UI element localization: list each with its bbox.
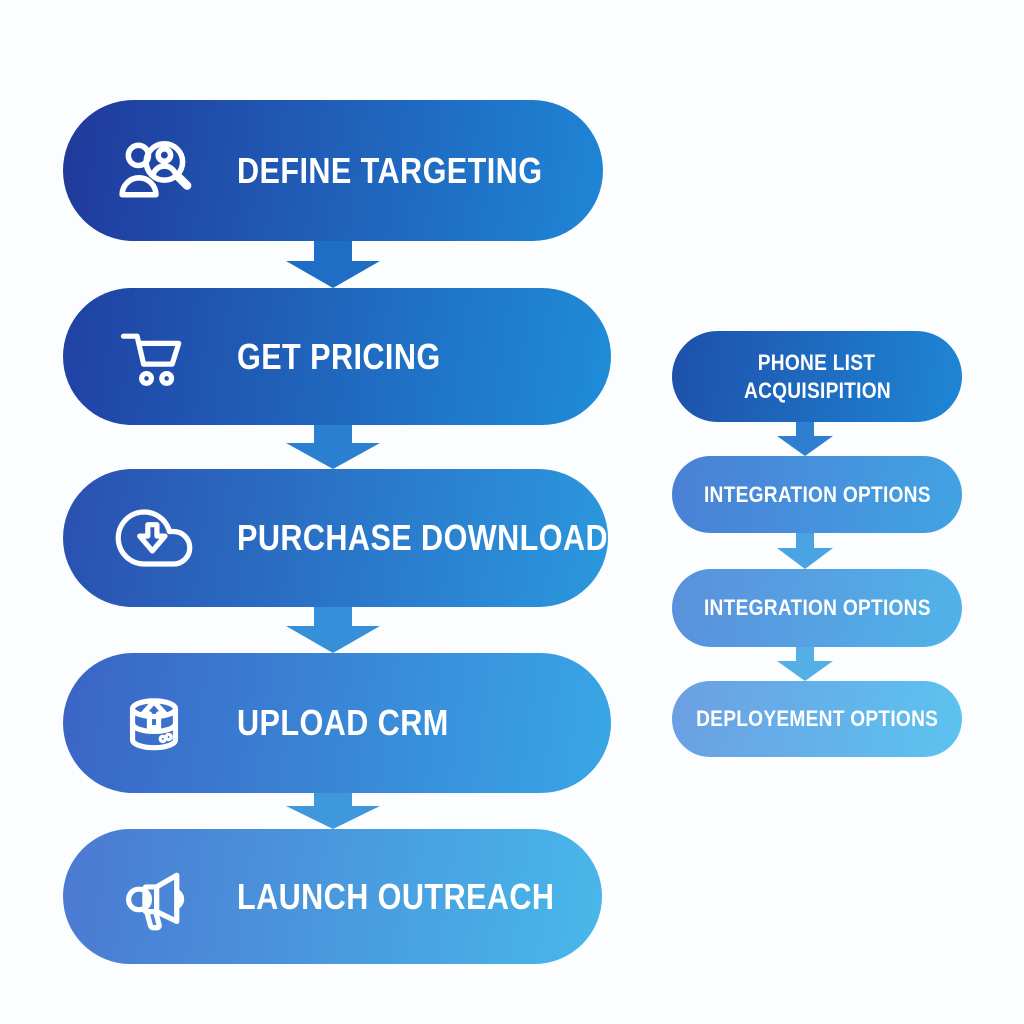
arrow-down-icon: [286, 607, 380, 653]
flow-step-label: DEFINE TARGETING: [237, 149, 543, 191]
side-step-label-line1: PHONE LIST: [758, 350, 876, 375]
arrow-down-icon: [777, 533, 833, 569]
side-step-integration-options-2: INTEGRATION OPTIONS: [672, 569, 962, 647]
flow-step-label: GET PRICING: [237, 335, 441, 377]
flow-step-label: PURCHASE DOWNLOAD: [237, 517, 609, 558]
arrow-down-icon: [286, 793, 380, 829]
side-step-label: INTEGRATION OPTIONS: [703, 595, 931, 621]
arrow-down-icon: [777, 422, 833, 456]
audience-search-icon: [115, 132, 193, 210]
flow-step-label: LAUNCH OUTREACH: [237, 875, 555, 917]
flow-step-launch-outreach: LAUNCH OUTREACH: [63, 829, 602, 964]
flow-step-label: UPLOAD CRM: [237, 702, 449, 743]
side-step-label: DEPLOYEMENT OPTIONS: [695, 706, 939, 732]
side-step-phone-list-acquisition: PHONE LIST ACQUISIPITION: [672, 331, 962, 422]
cloud-download-icon: [115, 499, 193, 577]
flow-step-upload-crm: UPLOAD CRM: [63, 653, 611, 793]
megaphone-icon: [115, 858, 193, 936]
arrow-down-icon: [286, 241, 380, 288]
database-upload-icon: [115, 684, 193, 762]
side-step-integration-options-1: INTEGRATION OPTIONS: [672, 456, 962, 533]
shopping-cart-icon: [115, 318, 193, 396]
arrow-down-icon: [777, 647, 833, 681]
side-step-deployment-options: DEPLOYEMENT OPTIONS: [672, 681, 962, 757]
side-step-label-line2: ACQUISIPITION: [743, 377, 891, 403]
flow-step-define-targeting: DEFINE TARGETING: [63, 100, 603, 241]
flow-step-get-pricing: GET PRICING: [63, 288, 611, 425]
arrow-down-icon: [286, 425, 380, 469]
flow-step-purchase-download: PURCHASE DOWNLOAD: [63, 469, 608, 607]
side-step-label: INTEGRATION OPTIONS: [703, 481, 931, 507]
